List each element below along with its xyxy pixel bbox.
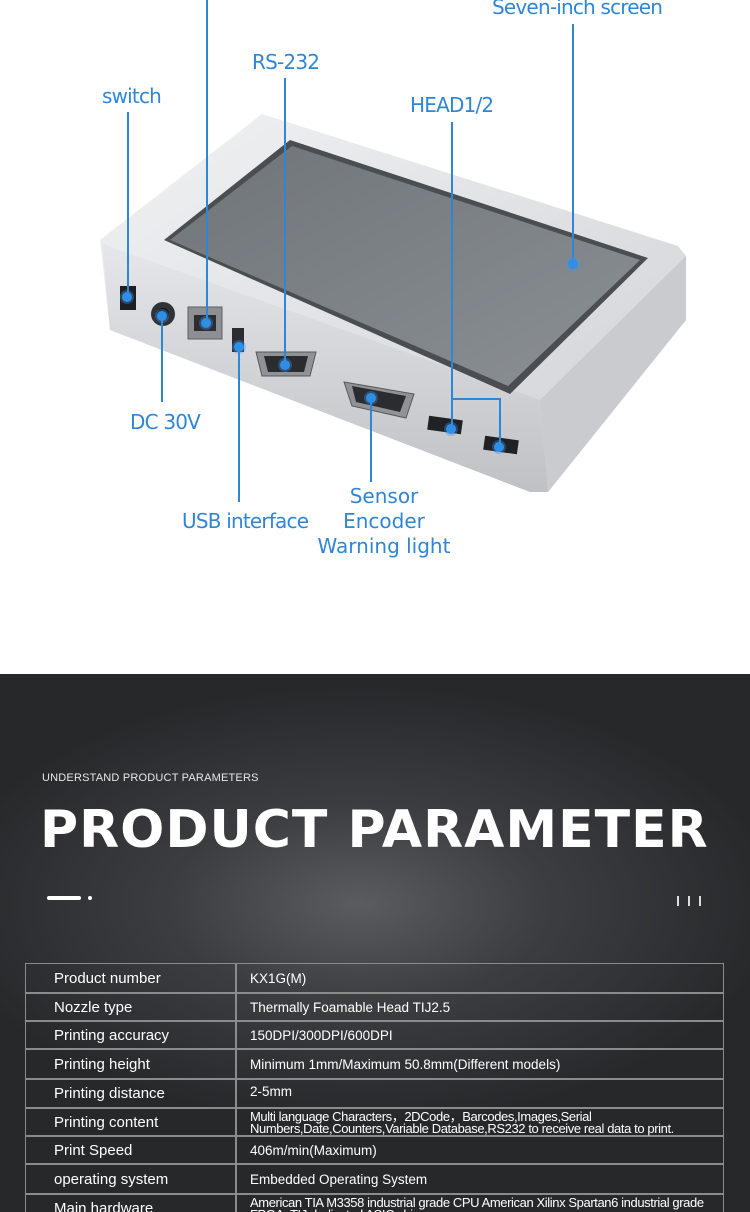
param-value: Embedded Operating System — [236, 1164, 724, 1194]
table-row: Printing content Multi language Characte… — [25, 1108, 724, 1136]
product-diagram: Seven-inch screen RS-232 switch HEAD1/2 … — [100, 0, 686, 559]
callout-warning-light: Warning light — [317, 534, 451, 558]
decor-dot — [88, 896, 92, 900]
param-value: American TIA M3358 industrial grade CPU … — [236, 1194, 724, 1212]
marker-dot — [157, 311, 167, 321]
table-row: Printing accuracy 150DPI/300DPI/600DPI — [25, 1021, 724, 1049]
callout-rs232: RS-232 — [252, 50, 320, 74]
table-row: Print Speed 406m/min(Maximum) — [25, 1136, 724, 1164]
leader-line — [284, 78, 286, 362]
table-row: Main hardware American TIA M3358 industr… — [25, 1194, 724, 1212]
param-value: KX1G(M) — [236, 963, 724, 993]
table-row: Product number KX1G(M) — [25, 963, 724, 993]
table-row: Printing distance 2-5mm — [25, 1079, 724, 1108]
marker-dot — [280, 360, 290, 370]
marker-dot — [366, 393, 376, 403]
marker-dot — [494, 442, 504, 452]
decor-bar — [47, 896, 81, 900]
callout-head12: HEAD1/2 — [410, 93, 494, 117]
param-value: Multi language Characters，2DCode，Barcode… — [236, 1108, 724, 1136]
leader-line — [370, 398, 372, 482]
param-value: Thermally Foamable Head TIJ2.5 — [236, 993, 724, 1021]
marker-dot — [201, 318, 211, 328]
leader-line — [238, 346, 240, 502]
callout-sensor: Sensor — [349, 484, 419, 508]
marker-dot — [234, 342, 244, 352]
table-row: operating system Embedded Operating Syst… — [25, 1164, 724, 1194]
leader-line — [127, 112, 129, 296]
table-row: Nozzle type Thermally Foamable Head TIJ2… — [25, 993, 724, 1021]
param-label: Printing distance — [25, 1079, 236, 1108]
callout-seven-inch-screen: Seven-inch screen — [492, 0, 663, 19]
param-label: Printing content — [25, 1108, 236, 1136]
param-label: Main hardware — [25, 1194, 236, 1212]
section-kicker: UNDERSTAND PRODUCT PARAMETERS — [42, 772, 259, 784]
callout-dc30v: DC 30V — [130, 410, 201, 434]
param-value: 2-5mm — [236, 1079, 724, 1108]
callout-switch: switch — [102, 84, 162, 108]
callout-encoder: Encoder — [343, 509, 425, 533]
section-title: PRODUCT PARAMETER — [40, 800, 709, 860]
leader-line — [451, 122, 453, 428]
table-row: Printing height Minimum 1mm/Maximum 50.8… — [25, 1049, 724, 1079]
decor-ticks — [677, 893, 710, 911]
callout-sensor-group: Sensor Encoder Warning light — [310, 484, 458, 559]
marker-dot — [568, 259, 578, 269]
leader-line — [451, 398, 501, 400]
param-label: Printing height — [25, 1049, 236, 1079]
printer-controller-illustration — [100, 114, 686, 492]
leader-line — [206, 0, 208, 318]
param-value: 150DPI/300DPI/600DPI — [236, 1021, 724, 1049]
param-label: Printing accuracy — [25, 1021, 236, 1049]
marker-dot — [122, 292, 132, 302]
param-label: Nozzle type — [25, 993, 236, 1021]
param-value: 406m/min(Maximum) — [236, 1136, 724, 1164]
leader-line — [161, 316, 163, 402]
parameters-section: UNDERSTAND PRODUCT PARAMETERS PRODUCT PA… — [0, 674, 750, 1212]
leader-line — [499, 398, 501, 446]
param-label: Print Speed — [25, 1136, 236, 1164]
param-label: operating system — [25, 1164, 236, 1194]
param-value: Minimum 1mm/Maximum 50.8mm(Different mod… — [236, 1049, 724, 1079]
marker-dot — [446, 424, 456, 434]
callout-usb-interface: USB interface — [182, 509, 309, 533]
param-label: Product number — [25, 963, 236, 993]
leader-line — [572, 24, 574, 264]
